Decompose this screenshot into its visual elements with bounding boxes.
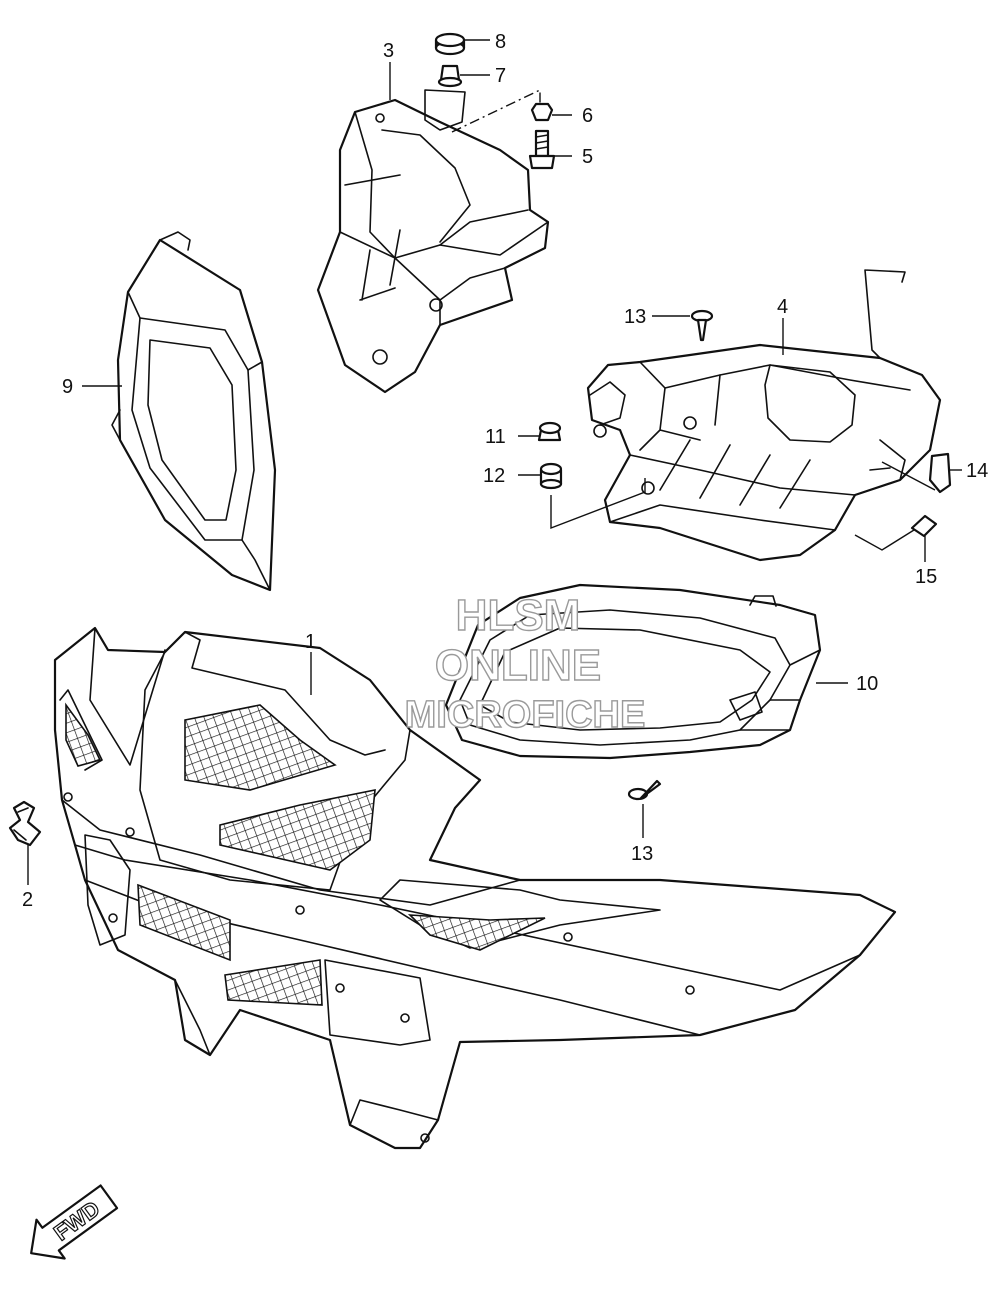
part-10-headlight-bezel [444, 583, 822, 760]
leader-lines [27, 39, 962, 885]
callout-6: 6 [582, 105, 593, 127]
callout-13-upper: 13 [624, 306, 646, 328]
part-9-headlight-bezel [111, 231, 277, 592]
watermark-line-3: MICROFICHE [405, 694, 646, 736]
fwd-arrow-icon [30, 1184, 119, 1260]
watermark-line-1: HLSM [456, 591, 581, 640]
leader-dash-3 [451, 88, 541, 133]
part-8-grommet [434, 32, 466, 56]
callout-14: 14 [966, 460, 988, 482]
callout-15: 15 [915, 566, 937, 588]
callout-labels: 1 2 3 4 5 6 7 8 9 10 11 12 13 13 14 15 [22, 31, 988, 911]
part-13-screw-lower [627, 779, 662, 801]
part-3-headlight-housing [316, 89, 550, 394]
part-6-nut [530, 102, 554, 122]
watermark-line-2: ONLINE [435, 641, 601, 690]
callout-8: 8 [495, 31, 506, 53]
callout-9: 9 [62, 376, 73, 398]
callout-2: 2 [22, 889, 33, 911]
callout-10: 10 [856, 673, 878, 695]
callout-7: 7 [495, 65, 506, 87]
part-2-emblem [8, 800, 42, 847]
callout-3: 3 [383, 40, 394, 62]
part-4-lower-housing [586, 269, 942, 562]
callout-11: 11 [485, 426, 506, 448]
leader-12-to-4 [550, 478, 646, 530]
callout-12: 12 [483, 465, 505, 487]
part-5-bolt [528, 129, 556, 170]
part-15-rivet [910, 514, 938, 538]
part-11-bolt [537, 421, 562, 442]
fwd-arrow: FWD [30, 1184, 119, 1260]
part-1-front-grille [53, 626, 897, 1150]
callout-4: 4 [777, 296, 788, 318]
part-14-clip [928, 452, 952, 494]
part-13-screw-upper [690, 309, 714, 342]
callout-1: 1 [305, 631, 316, 653]
part-7-collar [437, 64, 463, 88]
callout-13-lower: 13 [631, 843, 653, 865]
leader-14-to-4 [881, 461, 936, 491]
watermark: HLSM ONLINE MICROFICHE [404, 590, 646, 736]
leader-15-to-4 [854, 529, 915, 551]
part-12-grommet [539, 462, 563, 490]
callout-5: 5 [582, 146, 593, 168]
